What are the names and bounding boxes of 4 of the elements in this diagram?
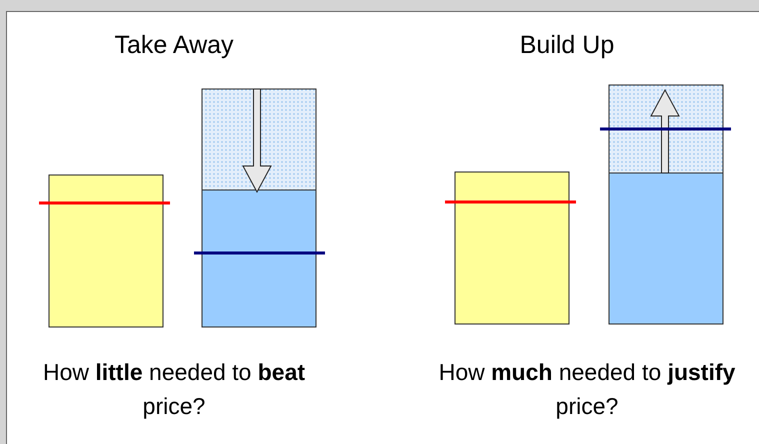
section-title: Take Away bbox=[113, 30, 235, 61]
question-text: How little needed to beat price? bbox=[42, 358, 306, 421]
question-text: How much needed to justify price? bbox=[438, 358, 736, 421]
section-title: Build Up bbox=[518, 30, 616, 61]
